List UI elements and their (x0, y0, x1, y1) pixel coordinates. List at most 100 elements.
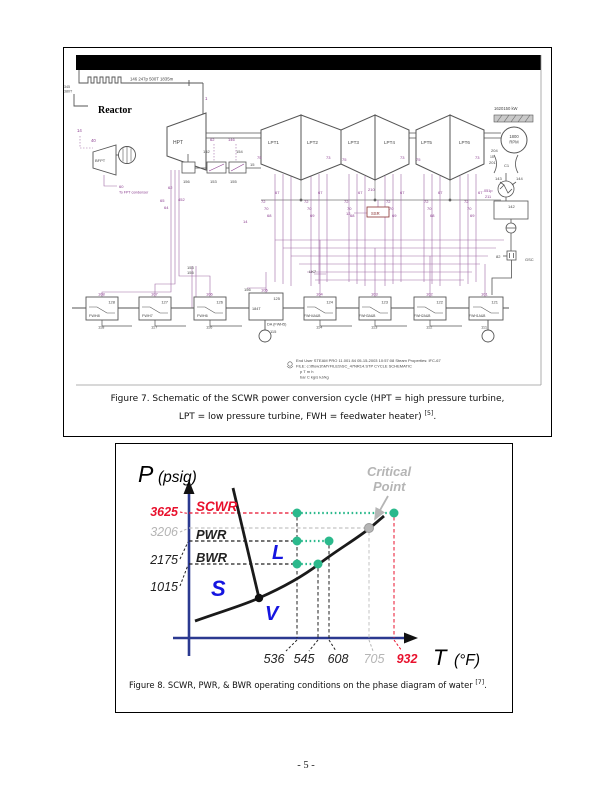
figure8-plot-svg: P(psig)T(°F)3625320621751015SCWRPWRBWRSL… (138, 461, 480, 670)
figure7-caption-line2: LPT = low pressure turbine, FWH = feedwa… (178, 411, 425, 422)
svg-label: 127 (161, 300, 168, 305)
svg-label: 75 (342, 157, 347, 162)
axes (173, 480, 418, 656)
svg-label: 154 (236, 149, 243, 154)
svg-label: LPT2 (307, 140, 318, 145)
data-points (254, 508, 399, 603)
svg-label: To FPT condenser (119, 191, 149, 195)
svg-label: 1 (205, 96, 208, 101)
svg-label: BWR (196, 550, 228, 565)
svg-label: 108 (98, 292, 105, 297)
svg-label: SSR (371, 211, 380, 216)
right-equipment (491, 154, 529, 295)
svg-label: 73 (326, 155, 331, 160)
svg-label: 210 (368, 187, 375, 192)
page-number: - 5 - (297, 760, 315, 771)
svg-label: 116 (206, 325, 213, 330)
svg-label: 114 (316, 325, 323, 330)
scwr-inlet-point (292, 508, 302, 518)
svg-label: 101 (481, 292, 488, 297)
figure7-caption: Figure 7. Schematic of the SCWR power co… (70, 393, 545, 424)
drain-pump (481, 329, 495, 343)
x-axis-arrow (404, 632, 418, 644)
figure7-schematic-svg: 146 247p 500T 1835m345380TReactor11440BF… (64, 55, 542, 386)
svg-label: FWH3A&B (359, 314, 376, 318)
svg-label: 65 (160, 198, 165, 203)
svg-label: 62 (210, 137, 215, 142)
svg-label: 123 (381, 300, 388, 305)
svg-label: SCWR (196, 499, 237, 514)
svg-label: 14 (77, 128, 82, 133)
gsc-box (506, 250, 517, 261)
svg-label: 125 (273, 296, 280, 301)
svg-label: LPT3 (348, 140, 359, 145)
figure8-caption: Figure 8. SCWR, PWR, & BWR operating con… (129, 677, 507, 691)
svg-label: 72 (304, 199, 309, 204)
svg-label: 345 (64, 85, 70, 89)
svg-label: 153 (210, 179, 217, 184)
svg-label: HPT (173, 140, 183, 146)
svg-label: V (265, 603, 280, 625)
svg-label: LPT5 (421, 140, 432, 145)
svg-label: (°F) (454, 652, 480, 669)
svg-label: 67 (275, 190, 280, 195)
svg-label: 15 (490, 155, 494, 159)
svg-label: 1800 (509, 134, 519, 139)
ssr-box (366, 206, 390, 218)
svg-label: 72 (424, 199, 429, 204)
svg-label: 40 (91, 138, 96, 143)
svg-label: P (138, 461, 154, 487)
da-fwh5-box (248, 292, 284, 321)
scan-edge (76, 55, 542, 386)
svg-label: End User STEAM PRO 11.001 84 05-15-2003 … (296, 358, 441, 363)
svg-label: 14 (243, 219, 248, 224)
svg-label: 146 247p 500T 1835m (130, 77, 174, 82)
svg-label: 3625 (150, 505, 179, 519)
bfpt-turbine (92, 144, 136, 176)
svg-label: 121 (491, 300, 498, 305)
phase-boundaries (194, 487, 385, 623)
svg-label: 142 (508, 204, 515, 209)
svg-label: 73 (400, 155, 405, 160)
svg-label: 1015 (150, 580, 178, 594)
pressure-dashed-lines (189, 512, 369, 565)
svg-label: FWH6 (197, 314, 208, 318)
condenser-c1 (493, 154, 519, 174)
fwh-zigzag-icons (89, 306, 499, 314)
scwr-outlet-point (389, 508, 399, 518)
footer-symbol (286, 361, 294, 369)
svg-label: FWH2A&B (414, 314, 431, 318)
svg-label: FWH1A&B (469, 314, 486, 318)
svg-label: 932 (397, 652, 418, 666)
lpt-turbines (260, 114, 485, 181)
hpt-turbine (166, 112, 207, 171)
svg-label: FWH4A&B (304, 314, 321, 318)
svg-label: 380T (64, 90, 73, 94)
pwr-inlet-point (292, 536, 302, 546)
svg-label: 124 (326, 300, 333, 305)
svg-label: 64 (164, 205, 169, 210)
svg-label: 2175 (149, 553, 178, 567)
svg-label: 122 (436, 300, 443, 305)
svg-label: 105 (261, 288, 268, 293)
svg-label: S (211, 576, 226, 601)
svg-label: 156 (183, 179, 190, 184)
svg-label: 70 (389, 206, 394, 211)
svg-label: 67 (400, 190, 405, 195)
svg-label: 155 (187, 270, 194, 275)
svg-label: 73 (475, 155, 480, 160)
triple-junction-point (254, 593, 264, 603)
svg-label: 102 (426, 292, 433, 297)
svg-label: PWR (196, 527, 227, 542)
svg-label: 128 (108, 300, 115, 305)
svg-label: bar C kg/s kJ/kg (300, 375, 329, 380)
svg-label: 67 (438, 190, 443, 195)
y-axis-arrow (183, 480, 195, 494)
svg-label: 67 (358, 190, 363, 195)
svg-label: 67 (318, 190, 323, 195)
svg-label: 1620150 kW (494, 106, 518, 111)
figure7-caption-period: . (433, 411, 437, 422)
figure8-caption-period: . (484, 679, 487, 690)
svg-label: 118 (98, 325, 105, 330)
extraction-lines (79, 136, 504, 308)
